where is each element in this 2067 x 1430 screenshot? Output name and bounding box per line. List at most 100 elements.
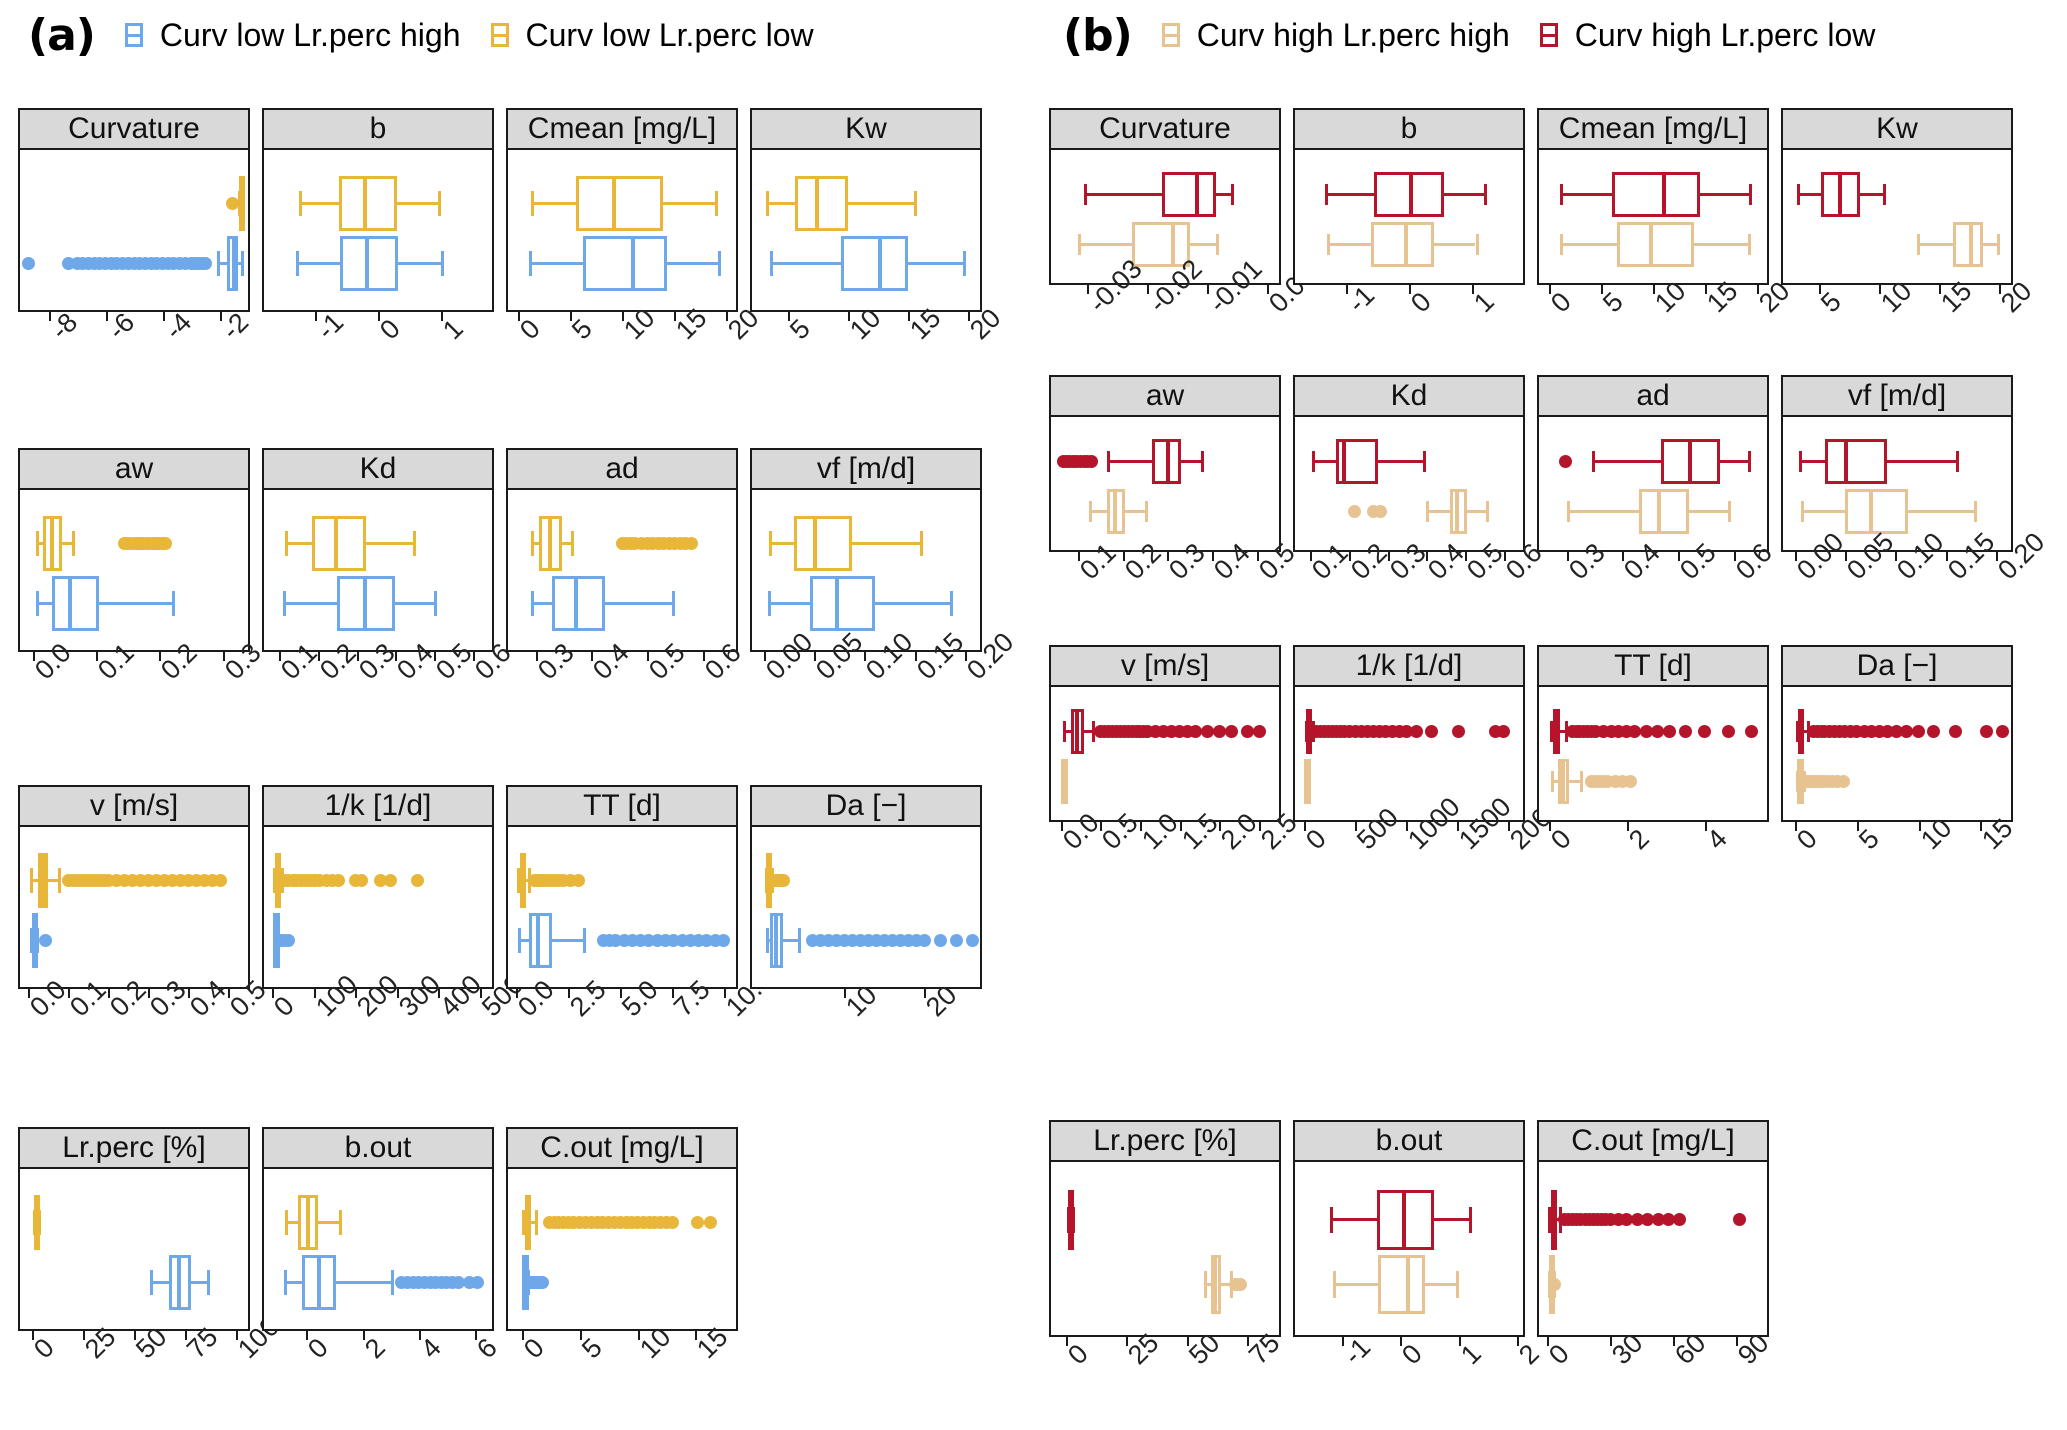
plot-area	[18, 827, 250, 989]
x-axis-tick	[1845, 552, 1848, 561]
median-line	[765, 852, 770, 908]
x-axis-tick	[1409, 285, 1411, 294]
plot-area	[506, 827, 738, 989]
x-axis-tick	[1426, 552, 1429, 561]
x-axis-tick	[1879, 285, 1881, 294]
x-axis-tick	[570, 312, 573, 321]
x-axis-tick	[1259, 822, 1262, 831]
x-axis-tick	[1610, 1337, 1613, 1346]
facet-strip-label: Cmean [mg/L]	[506, 108, 738, 150]
x-axis-tick	[1077, 552, 1080, 561]
facet-strip-label: C.out [mg/L]	[506, 1127, 738, 1169]
panel-b: (b) Curv high Lr.perc high Curv high Lr.…	[1035, 0, 2067, 1430]
facet-strip-label: vf [m/d]	[750, 448, 982, 490]
outlier-point	[1252, 725, 1266, 739]
whisker-line	[35, 601, 172, 605]
whisker-cap	[207, 1270, 211, 1295]
outlier-point	[1651, 1213, 1665, 1227]
x-axis-tick-label: 1	[1468, 286, 1501, 319]
median-line	[316, 1254, 321, 1310]
boxplot-group	[1295, 1162, 1523, 1335]
plot-area	[1293, 417, 1525, 552]
boxplot-key-icon	[487, 15, 513, 55]
plot-area	[750, 150, 982, 312]
whisker-cap	[1955, 451, 1959, 472]
outlier-point	[665, 1215, 679, 1229]
plot-area	[18, 1169, 250, 1331]
outlier-point	[1949, 725, 1963, 739]
legend-entry-curv-low-lr-low[interactable]: Curv low Lr.perc low	[487, 15, 814, 55]
x-axis-tick	[134, 1331, 136, 1340]
x-axis-tick-label: 5	[784, 313, 816, 346]
legend-entry-curv-low-lr-high[interactable]: Curv low Lr.perc high	[121, 15, 461, 55]
whisker-cap	[797, 928, 801, 953]
x-axis-tick	[788, 312, 790, 321]
legend-entry-curv-high-lr-low[interactable]: Curv high Lr.perc low	[1536, 15, 1875, 55]
x-axis-tick	[1756, 285, 1759, 294]
outlier-point	[1452, 725, 1466, 739]
legend-panel-a: (a) Curv low Lr.perc high Curv low Lr.pe…	[28, 6, 814, 64]
legend-label: Curv low Lr.perc low	[525, 16, 814, 53]
x-axis-tick	[1918, 822, 1921, 831]
legend-entry-curv-high-lr-high[interactable]: Curv high Lr.perc high	[1158, 15, 1510, 55]
boxplot-group	[1783, 687, 2011, 820]
x-axis-tick	[864, 652, 867, 661]
x-axis-tick	[1548, 822, 1551, 831]
x-axis-tick	[159, 652, 162, 661]
facet-strip-label: 1/k [1/d]	[262, 785, 494, 827]
x-axis-tick	[1503, 552, 1506, 561]
whisker-cap	[1973, 501, 1977, 522]
median-line	[834, 575, 839, 631]
x-axis-tick-label: 0	[1405, 286, 1437, 319]
outlier-point	[1240, 725, 1254, 739]
facet-curvature: Curvature-8-6-4-2	[18, 108, 254, 390]
x-axis-tick	[848, 312, 850, 321]
outlier-point	[1627, 725, 1641, 739]
x-axis-tick	[1653, 285, 1655, 294]
whisker-cap	[1547, 1206, 1551, 1233]
outlier-point	[213, 873, 227, 887]
boxplot-group	[1539, 150, 1767, 283]
boxplot-group	[264, 827, 492, 987]
x-axis-tick	[313, 989, 316, 998]
plot-area	[506, 490, 738, 652]
facet-strip-label: b	[262, 108, 494, 150]
x-axis-tick	[356, 652, 359, 661]
median-line	[1304, 758, 1309, 805]
x-axis-tick	[695, 1331, 698, 1340]
x-axis-tick	[1247, 1337, 1250, 1346]
boxplot-group	[508, 827, 736, 987]
outlier-point	[225, 196, 239, 210]
whisker-cap	[1559, 234, 1563, 255]
x-axis-tick	[619, 989, 622, 998]
x-axis-tick-label: 5	[1597, 286, 1630, 319]
x-axis-tick	[914, 652, 917, 661]
whisker-cap	[1422, 451, 1426, 472]
whisker-cap	[1797, 184, 1801, 205]
whisker-cap	[1106, 451, 1110, 472]
x-axis-tick	[1405, 822, 1408, 831]
x-axis-tick	[579, 1331, 582, 1340]
facet-strip-label: Kd	[1293, 375, 1525, 417]
boxplot-group	[1783, 150, 2011, 283]
x-axis-tick	[1999, 285, 2001, 294]
median-line	[1799, 708, 1803, 755]
median-line	[365, 235, 370, 291]
x-axis-tick	[1139, 822, 1142, 831]
outlier-point	[282, 933, 296, 947]
median-line	[1843, 438, 1848, 485]
x-axis-tick	[1122, 552, 1125, 561]
whisker-cap	[1469, 1206, 1473, 1233]
outlier-point	[22, 256, 36, 270]
x-axis-tick	[1939, 285, 1941, 294]
